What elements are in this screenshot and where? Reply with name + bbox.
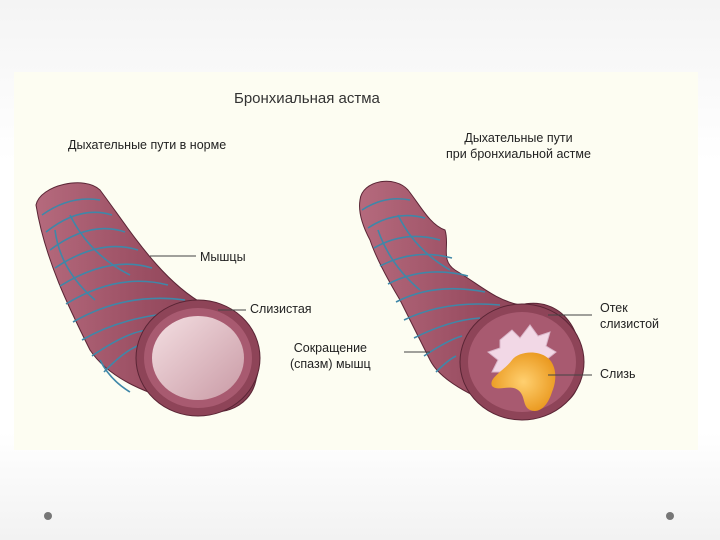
mucus-label: Слизь [600,367,636,381]
asthma-airway-label-line2: при бронхиальной астме [446,146,591,162]
spasm-label: Сокращение (спазм) мышц [290,340,371,372]
bullet-dot-right [666,512,674,520]
normal-airway-label: Дыхательные пути в норме [68,138,226,152]
normal-airway [36,183,260,416]
bullet-dot-left [44,512,52,520]
spasm-label-line1: Сокращение [290,340,371,356]
diagram-title: Бронхиальная астма [234,90,380,107]
edema-label: Отек слизистой [600,300,659,332]
normal-lumen [152,316,244,400]
asthma-airway-label: Дыхательные пути при бронхиальной астме [446,130,591,162]
asthma-airway [359,181,592,420]
asthma-airway-label-line1: Дыхательные пути [446,130,591,146]
muscles-label: Мышцы [200,250,246,264]
edema-label-line1: Отек [600,300,659,316]
spasm-label-line2: (спазм) мышц [290,356,371,372]
mucosa-label: Слизистая [250,302,312,316]
edema-label-line2: слизистой [600,316,659,332]
